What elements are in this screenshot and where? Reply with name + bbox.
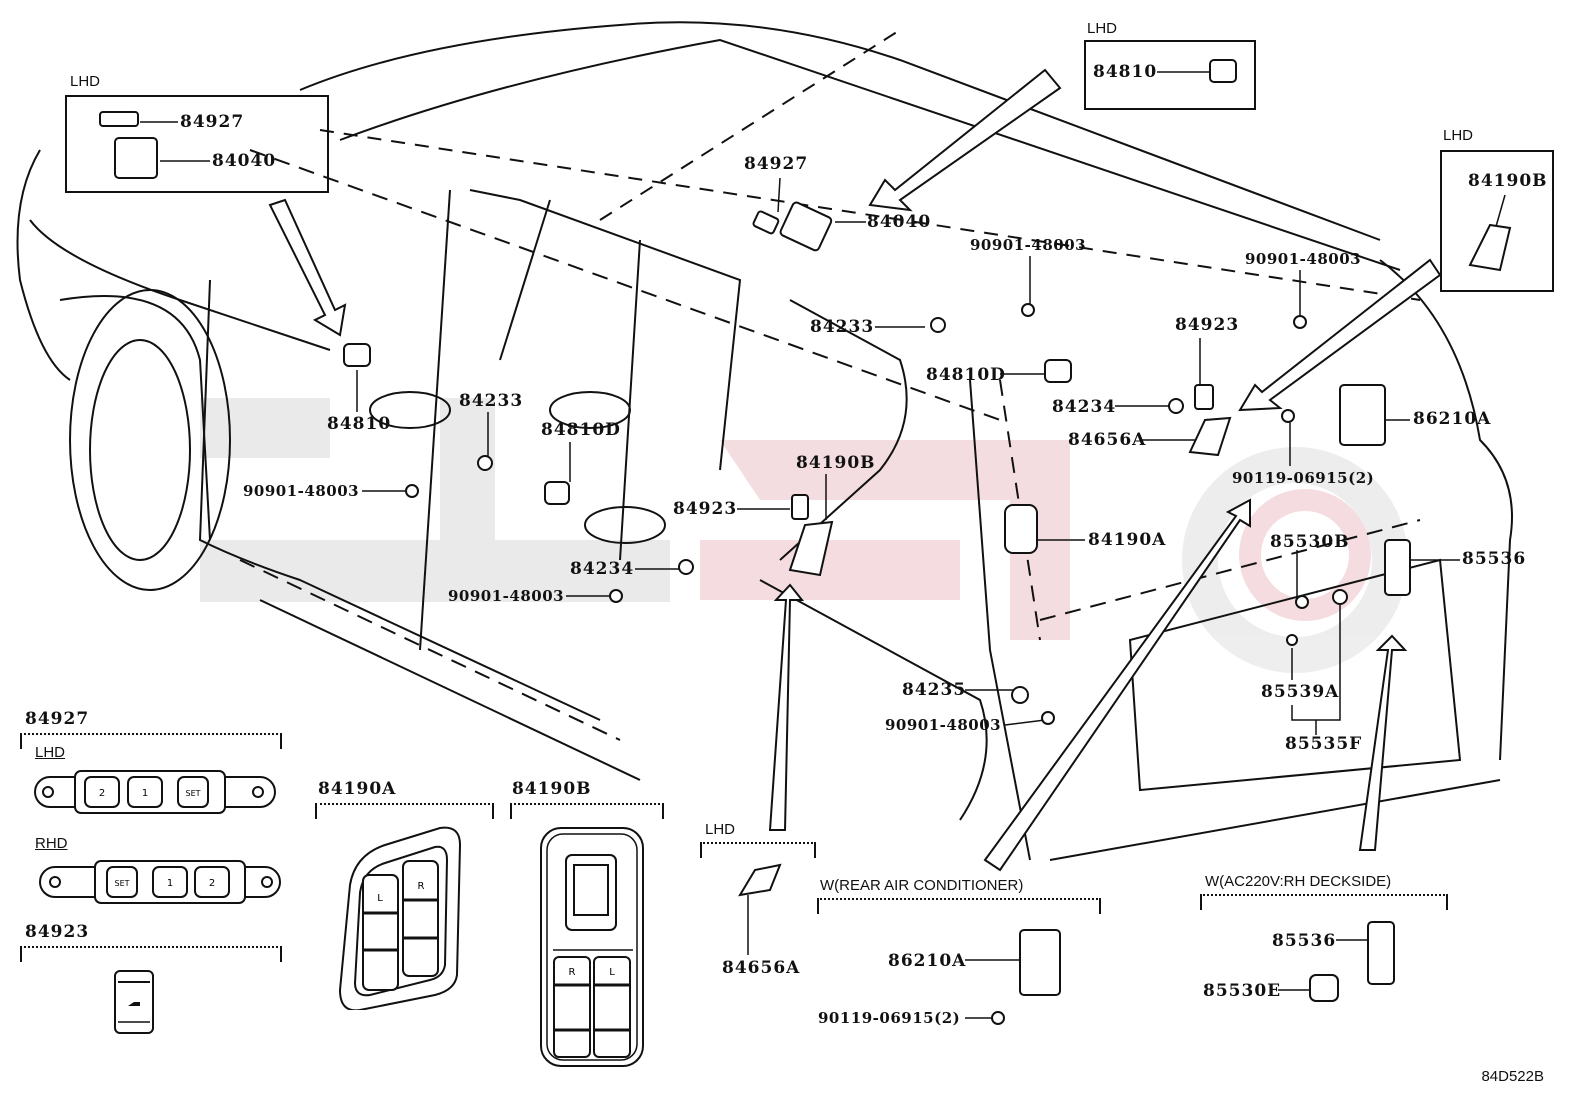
seat-icon (128, 1002, 140, 1006)
detail-84190b-title[interactable]: 84190B (512, 779, 592, 799)
detail-84923-bracket (20, 946, 282, 962)
callout-86210a[interactable]: 86210A (1413, 409, 1492, 429)
callout-84234-a[interactable]: 84234 (570, 559, 635, 579)
callout-85539a[interactable]: 85539A (1261, 682, 1340, 702)
left-seat-label: L (377, 893, 383, 904)
detail-84927-lhd: LHD (35, 744, 66, 761)
callout-84190b-inset[interactable]: 84190B (1468, 171, 1548, 191)
callout-84233-b[interactable]: 84233 (459, 391, 524, 411)
callout-84656a[interactable]: 84656A (1068, 430, 1147, 450)
inset-lhd-right (1440, 150, 1554, 292)
switch-84923 (114, 970, 154, 1034)
callout-90901-48003-c[interactable]: 90901-48003 (243, 482, 360, 500)
rear-left-seat-label: L (609, 967, 615, 978)
detail-rear-ac-condition: W(REAR AIR CONDITIONER) (820, 877, 1024, 894)
detail-ac220-condition: W(AC220V:RH DECKSIDE) (1205, 873, 1392, 890)
detail-rear-ac-bracket (817, 898, 1101, 914)
detail-rear-ac-90119[interactable]: 90119-06915(2) (818, 1009, 961, 1027)
detail-84927-title[interactable]: 84927 (25, 709, 90, 729)
callout-90901-48003-e[interactable]: 90901-48003 (885, 716, 1002, 734)
switch-84927-lhd: 2 1 SET (34, 770, 276, 814)
detail-84927-bracket (20, 733, 282, 749)
watermark (200, 398, 1408, 673)
part-icon-84927 (99, 111, 139, 127)
callout-90901-48003-b[interactable]: 90901-48003 (1245, 250, 1362, 268)
callout-84810-inset[interactable]: 84810 (1093, 62, 1158, 82)
callout-84233-a[interactable]: 84233 (810, 317, 875, 337)
part-icon-84040 (114, 137, 158, 179)
inset-lhd-top-tag: LHD (1087, 20, 1118, 37)
callout-84235[interactable]: 84235 (902, 680, 967, 700)
lhd-set-button: SET (185, 789, 200, 798)
detail-ac220-bracket (1200, 894, 1448, 910)
part-icon-84810 (1209, 59, 1237, 83)
detail-84656a-bracket (700, 842, 816, 858)
callout-84923-b[interactable]: 84923 (1175, 315, 1240, 335)
detail-84190a-bracket (315, 803, 494, 819)
rhd-memory-2-button: 2 (209, 878, 215, 889)
diagram-code: 84D522B (1481, 1068, 1544, 1085)
detail-ac220-85530e[interactable]: 85530E (1203, 981, 1282, 1001)
detail-84656a-part[interactable]: 84656A (722, 958, 801, 978)
callout-85530b[interactable]: 85530B (1270, 532, 1350, 552)
callout-84810d-b[interactable]: 84810D (926, 365, 1006, 385)
callout-84927[interactable]: 84927 (744, 154, 809, 174)
switch-84927-rhd: SET 1 2 (39, 860, 281, 904)
callout-90901-48003-d[interactable]: 90901-48003 (448, 587, 565, 605)
inset-lhd-topleft-tag: LHD (70, 73, 101, 90)
callout-84810d-a[interactable]: 84810D (541, 420, 621, 440)
detail-84927-rhd: RHD (35, 835, 68, 852)
switch-84190b: R L (540, 827, 644, 1067)
inset-lhd-top (1084, 40, 1256, 110)
callout-84927-inset[interactable]: 84927 (180, 112, 245, 132)
detail-84923-title[interactable]: 84923 (25, 922, 90, 942)
callout-84040[interactable]: 84040 (867, 212, 932, 232)
lhd-memory-2-button: 2 (99, 788, 105, 799)
callout-84923-a[interactable]: 84923 (673, 499, 738, 519)
switch-84190a: L R (338, 826, 462, 1010)
lhd-memory-1-button: 1 (142, 788, 148, 799)
inset-lhd-right-tag: LHD (1443, 127, 1474, 144)
detail-84656a-tag: LHD (705, 821, 736, 838)
callout-84040-inset[interactable]: 84040 (212, 151, 277, 171)
detail-ac220-85536[interactable]: 85536 (1272, 931, 1337, 951)
detail-rear-ac-86210a[interactable]: 86210A (888, 951, 967, 971)
rhd-set-button: SET (114, 879, 129, 888)
callout-85536[interactable]: 85536 (1462, 549, 1527, 569)
rear-right-seat-label: R (569, 967, 576, 978)
detail-84190a-title[interactable]: 84190A (318, 779, 397, 799)
callout-90119-06915[interactable]: 90119-06915(2) (1232, 469, 1375, 487)
inset-lhd-topleft (65, 95, 329, 193)
callout-84234-b[interactable]: 84234 (1052, 397, 1117, 417)
part-icon-84190b (1468, 223, 1512, 272)
callout-84190b[interactable]: 84190B (796, 453, 876, 473)
rhd-memory-1-button: 1 (167, 878, 173, 889)
detail-84190b-bracket (510, 803, 664, 819)
callout-85535f[interactable]: 85535F (1285, 734, 1363, 754)
callout-84810[interactable]: 84810 (327, 414, 392, 434)
callout-84190a[interactable]: 84190A (1088, 530, 1167, 550)
right-seat-label: R (418, 881, 425, 892)
callout-90901-48003-a[interactable]: 90901-48003 (970, 236, 1087, 254)
